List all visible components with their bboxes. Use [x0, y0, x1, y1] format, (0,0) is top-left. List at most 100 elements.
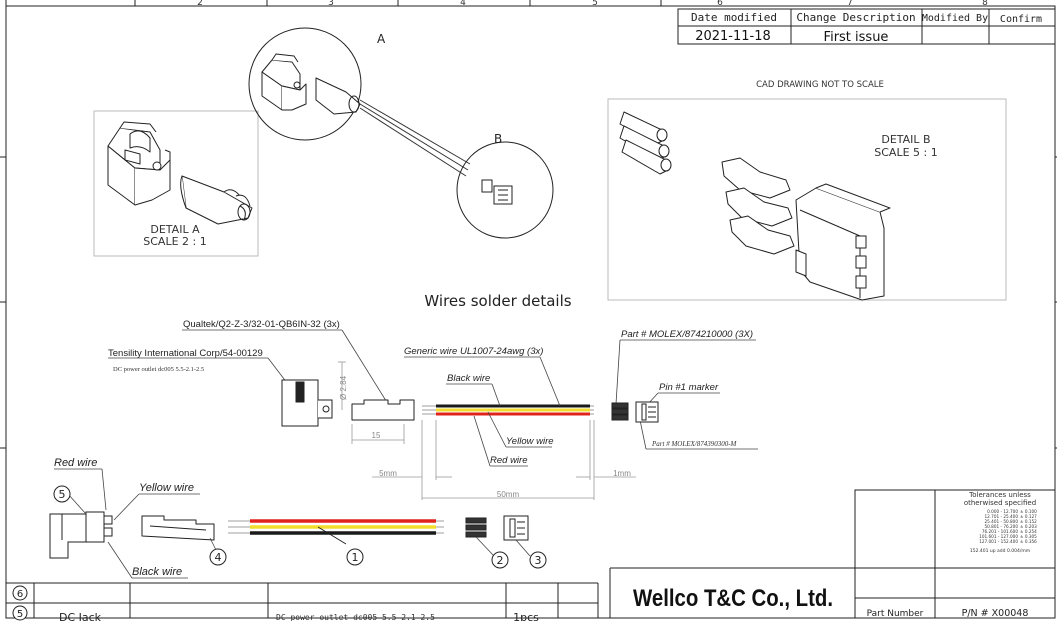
- callout-circle-b: [456, 141, 554, 239]
- tol-value: ± 0.203: [1020, 524, 1037, 529]
- ruler-number: 8: [982, 0, 988, 8]
- assembly-housing: [503, 515, 529, 541]
- dim-1mm-text: 1mm: [613, 469, 631, 478]
- ruler-number: 6: [717, 0, 723, 8]
- callout-label-a: A: [377, 32, 386, 46]
- balloon-text-3: 3: [535, 554, 542, 567]
- tolerances-footer: 152.401 up add 0.004/mm: [970, 548, 1030, 554]
- detail-b-box: DETAIL B SCALE 5 : 1: [607, 98, 1007, 301]
- dc-jack-detail-drawing: [107, 121, 171, 206]
- balloon-5: [53, 485, 71, 503]
- wire-bundle-straight: [422, 404, 594, 416]
- assembly-dc-jack: [49, 511, 113, 559]
- balloons: [53, 485, 547, 569]
- label-molex-874210000: Part # MOLEX/874210000 (3X): [621, 329, 753, 340]
- balloon-text-1: 1: [352, 551, 359, 564]
- wire-dimensions: [372, 420, 636, 500]
- top-ruler-numbers: 2 3 4 5 6 7 8: [197, 0, 988, 8]
- detail-a-box: DETAIL A SCALE 2 : 1: [93, 110, 259, 257]
- detail-a-title: DETAIL A: [150, 223, 200, 236]
- bom-row5-name: DC Jack: [59, 611, 102, 621]
- label-black-wire: Black wire: [447, 373, 490, 384]
- tol-range: 50.801 - 76.200: [985, 524, 1019, 529]
- not-to-scale-notice: CAD DRAWING NOT TO SCALE: [756, 80, 884, 90]
- balloon-3: [529, 551, 547, 569]
- tolerances-title-1: Tolerances unless: [968, 491, 1031, 499]
- assembly-terminals: [465, 517, 487, 538]
- tol-range: 0.000 - 12.700: [987, 509, 1018, 514]
- tolerances-title-2: otherwised specified: [964, 499, 1036, 507]
- label-generic-wire: Generic wire UL1007-24awg (3x): [404, 346, 543, 357]
- balloon-text-2: 2: [497, 554, 504, 567]
- company-name: Wellco T&C Co., Ltd.: [633, 585, 833, 612]
- ruler-number: 2: [197, 0, 203, 8]
- rev-description: First issue: [824, 30, 889, 45]
- detail-b-scale: SCALE 5 : 1: [874, 146, 937, 159]
- callout-circle-a: [248, 27, 362, 141]
- tol-value: ± 0.100: [1020, 509, 1037, 514]
- rev-header-change: Change Description: [796, 11, 915, 24]
- assembly-wire-bundle: [228, 519, 444, 545]
- bom-row5-item: 5: [17, 609, 23, 620]
- ruler-number: 7: [847, 0, 853, 8]
- assembly-black-wire-label: Black wire: [132, 566, 182, 578]
- overmold-detail-drawing: [180, 175, 253, 225]
- assembly-yellow-wire-label: Yellow wire: [139, 482, 194, 494]
- dimension-diameter: [338, 361, 346, 410]
- ruler-number: 4: [460, 0, 466, 8]
- ruler-number: 5: [592, 0, 598, 8]
- part-number-value: P/N # X00048: [962, 608, 1029, 619]
- callout-label-b: B: [494, 132, 502, 146]
- tol-range: 101.601 - 127.000: [979, 534, 1018, 539]
- assembly-overmold: [141, 515, 215, 541]
- label-pin1-marker: Pin #1 marker: [659, 382, 719, 393]
- tol-value: ± 0.152: [1020, 519, 1037, 524]
- balloon-text-5: 5: [59, 488, 66, 501]
- exploded-assembly: Red wire Yellow wire Black wire: [49, 457, 547, 579]
- balloon-2: [491, 551, 509, 569]
- label-molex-874390300: Part # MOLEX/874390300-M: [651, 440, 738, 448]
- dim-15-text: 15: [372, 431, 381, 440]
- tol-range: 127.001 - 152.400: [979, 539, 1018, 544]
- part-number-label: Part Number: [867, 609, 924, 619]
- detail-b-title: DETAIL B: [881, 133, 930, 146]
- iso-overview: A B: [248, 27, 554, 239]
- tol-value: ± 0.254: [1020, 529, 1037, 534]
- dc-jack-side-view: [281, 379, 333, 427]
- balloon-4: [209, 548, 227, 566]
- dim-50mm-text: 50mm: [497, 490, 520, 499]
- label-red-wire: Red wire: [490, 455, 528, 466]
- molex-terminals-side: [611, 402, 629, 421]
- title-block: Tolerances unless otherwised specified 0…: [609, 489, 1056, 619]
- dim-5mm-text: 5mm: [379, 469, 397, 478]
- bom-table: 6 5 DC Jack DC power outlet dc005 5.5-2.…: [6, 582, 599, 621]
- label-qualtek: Qualtek/Q2-Z-3/32-01-QB6IN-32 (3x): [183, 319, 340, 330]
- section-title: Wires solder details: [424, 292, 571, 310]
- molex-housing-drawing: [795, 183, 891, 301]
- tol-value: ± 0.356: [1020, 539, 1037, 544]
- terminal-crimps-drawing: [619, 111, 795, 255]
- dim-diameter-text: Ø 2.84: [339, 375, 348, 400]
- bom-row6-item: 6: [17, 589, 23, 600]
- revision-table: Date modified Change Description Modifie…: [677, 8, 1056, 45]
- rev-header-modified-by: Modified By: [922, 13, 988, 24]
- tol-range: 25.401 - 50.800: [985, 519, 1019, 524]
- bom-row5-qty: 1pcs: [513, 611, 539, 621]
- rev-header-confirm: Confirm: [1000, 14, 1042, 25]
- label-dc-outlet-desc: DC power outlet dc005 5.5-2.1-2.5: [113, 366, 204, 373]
- bom-row5-description: DC power outlet dc005 5.5-2.1-2.5: [276, 613, 435, 621]
- ruler-number: 3: [328, 0, 334, 8]
- tol-value: ± 0.305: [1020, 534, 1037, 539]
- overmold-side-view: [351, 399, 415, 421]
- detail-a-scale: SCALE 2 : 1: [143, 235, 206, 248]
- tol-value: ± 0.127: [1020, 514, 1037, 519]
- assembly-red-wire-label: Red wire: [54, 457, 97, 469]
- solder-detail: Qualtek/Q2-Z-3/32-01-QB6IN-32 (3x) Tensi…: [108, 319, 758, 500]
- label-tensility: Tensility International Corp/54-00129: [108, 348, 263, 359]
- label-yellow-wire: Yellow wire: [506, 436, 554, 447]
- tolerances-block: Tolerances unless otherwised specified 0…: [964, 491, 1037, 554]
- tol-range: 12.701 - 25.400: [985, 514, 1019, 519]
- rev-date: 2021-11-18: [695, 29, 771, 44]
